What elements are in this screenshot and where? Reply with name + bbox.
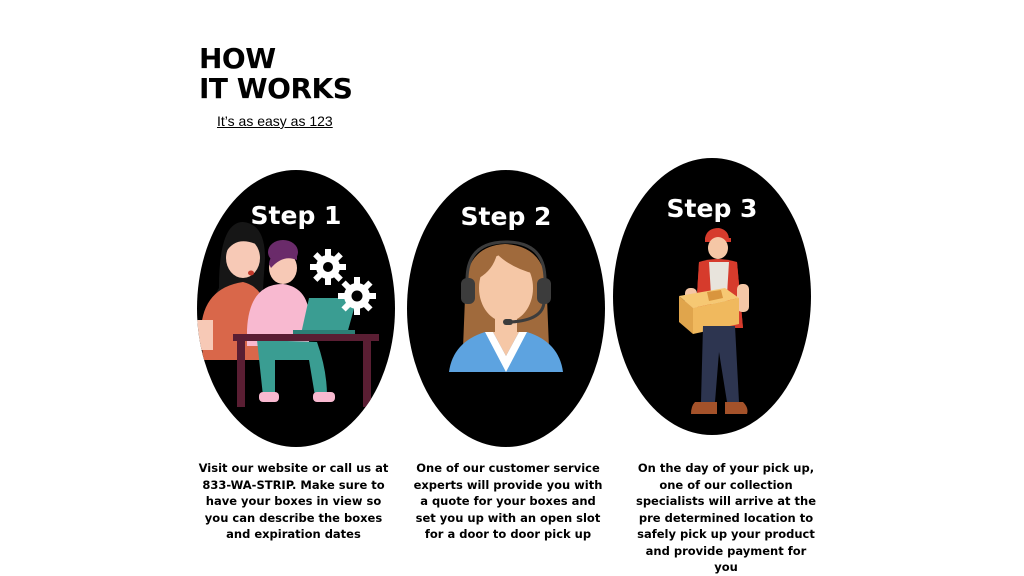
page-title: HOW IT WORKS (199, 42, 353, 105)
step-1-description: Visit our website or call us at 833-WA-S… (198, 461, 389, 541)
subtitle: It’s as easy as 123 (217, 113, 333, 129)
title-line-1: HOW (199, 42, 276, 75)
step-1-label: Step 1 (250, 201, 342, 230)
title-line-2: IT WORKS (199, 72, 353, 105)
headset-agent-icon (449, 240, 563, 372)
step-3-oval: Step 3 (613, 158, 811, 435)
step-1-oval: Step 1 (197, 170, 395, 447)
step-1-illustration (197, 222, 379, 407)
step-3-label: Step 3 (666, 194, 758, 223)
step-2-description: One of our customer service experts will… (413, 461, 603, 541)
step-3-description: On the day of your pick up, one of our c… (635, 461, 816, 574)
step-2-oval: Step 2 (407, 170, 605, 447)
step-2-label: Step 2 (460, 202, 552, 231)
delivery-person-icon (679, 228, 749, 414)
